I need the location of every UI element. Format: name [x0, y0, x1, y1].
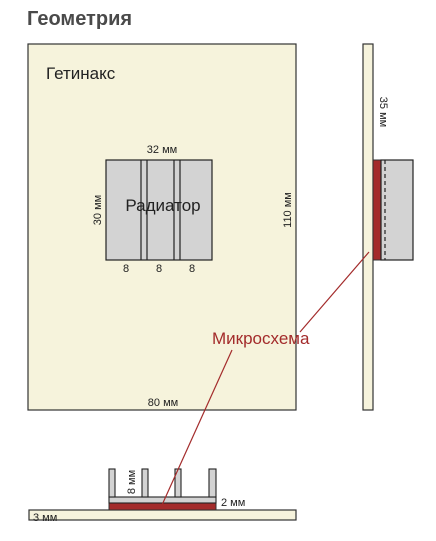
board-material-label: Гетинакс [46, 64, 116, 83]
radiator-fin-bottom-view [141, 468, 149, 498]
fin-height-label: 8 мм [126, 470, 138, 494]
chip-callout-line-side [299, 251, 370, 333]
section-title: Геометрия [27, 8, 133, 30]
radiator-fin-bottom-view [108, 468, 116, 498]
board-width-label: 80 мм [148, 397, 178, 409]
board-bottom-view [28, 509, 297, 521]
radiator-front-view [105, 159, 213, 261]
fin-spacing-label: 8 [156, 263, 162, 275]
radiator-width-label: 32 мм [147, 144, 177, 156]
radiator-side-height-label: 35 мм [377, 97, 389, 127]
board-thickness-label: 3 мм [33, 512, 57, 524]
board-height-label: 110 мм [282, 192, 294, 228]
radiator-base-bottom-view [108, 496, 217, 504]
fin-spacing-label: 8 [189, 263, 195, 275]
fin-spacing-label: 8 [123, 263, 129, 275]
radiator-side-view [380, 159, 414, 261]
radiator-label: Радиатор [125, 196, 200, 215]
radiator-height-label: 30 мм [92, 195, 104, 225]
chip-side-view [372, 159, 382, 261]
board-side-view [362, 43, 374, 411]
base-thickness-label: 2 мм [221, 497, 245, 509]
chip-callout-line-bottom [161, 349, 233, 506]
chip-label: Микросхема [212, 329, 310, 348]
radiator-fin-bottom-view [208, 468, 217, 498]
